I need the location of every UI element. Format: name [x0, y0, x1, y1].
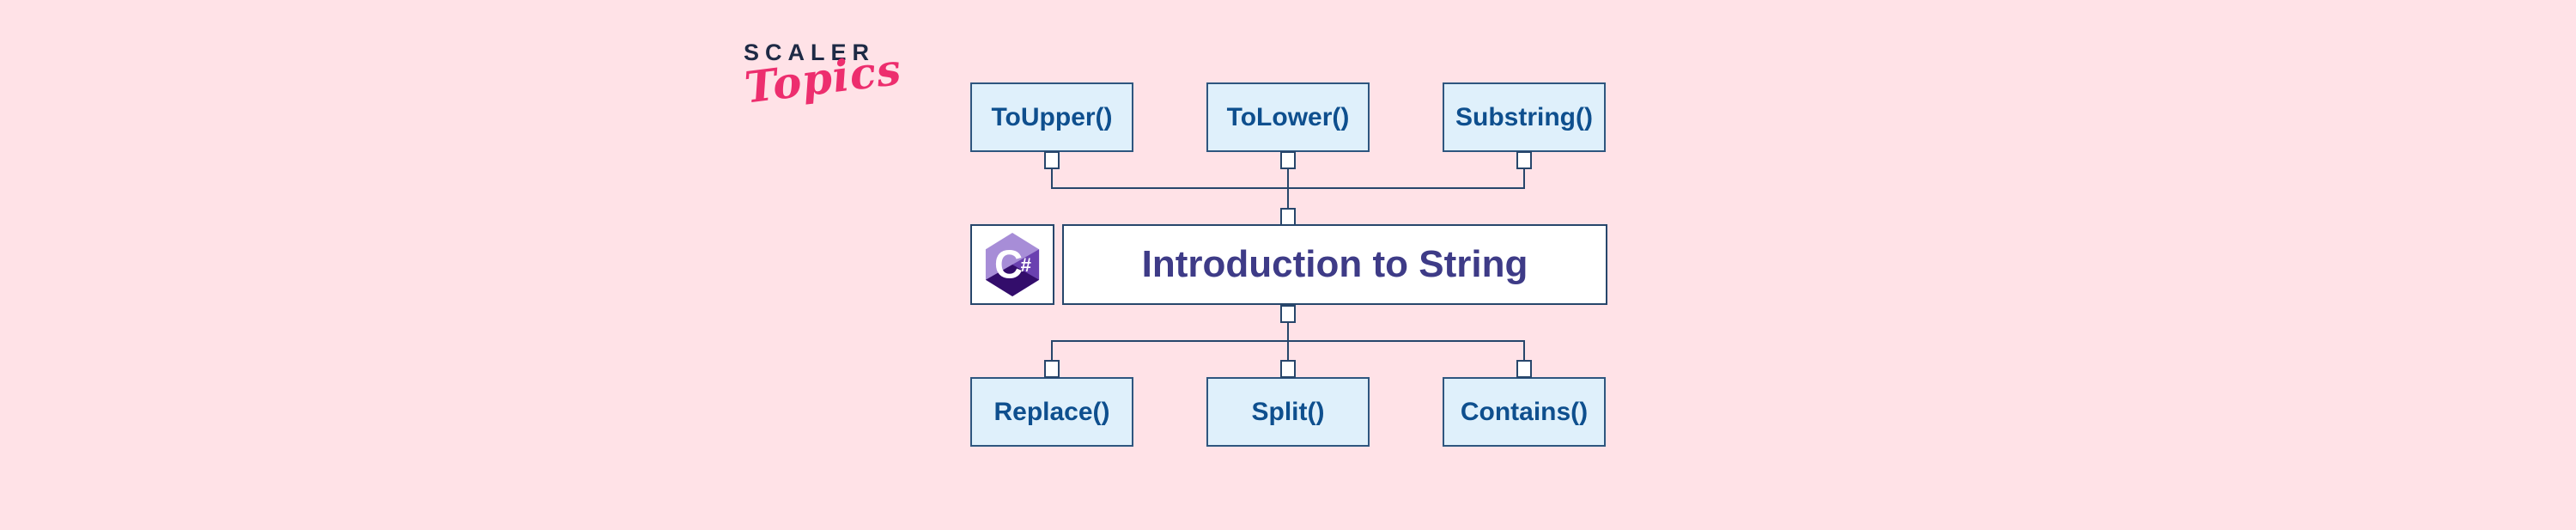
connector-stub-substring: [1523, 168, 1525, 189]
connector-stub-replace: [1051, 342, 1053, 362]
method-node-tolower: ToLower(): [1206, 82, 1370, 152]
port-substring: [1516, 151, 1532, 169]
method-node-contains: Contains(): [1443, 377, 1606, 447]
csharp-icon-box: C #: [970, 224, 1054, 305]
csharp-letter-c: C: [994, 242, 1023, 287]
scaler-topics-logo: SCALER Topics: [742, 40, 915, 113]
port-tolower: [1280, 151, 1296, 169]
port-split: [1280, 360, 1296, 378]
connector-center-top: [1287, 189, 1289, 210]
method-node-toupper: ToUpper(): [970, 82, 1133, 152]
csharp-hex-dark: [985, 265, 1040, 296]
method-label-toupper: ToUpper(): [991, 102, 1113, 131]
title-node: Introduction to String: [1062, 224, 1607, 305]
connector-hline-bottom: [1051, 340, 1525, 342]
brand-scaler-text: SCALER: [744, 40, 876, 65]
method-label-replace: Replace(): [993, 397, 1110, 426]
port-replace: [1044, 360, 1060, 378]
connector-stub-split: [1287, 342, 1289, 362]
port-title-top: [1280, 208, 1296, 226]
connector-stub-toupper: [1051, 168, 1053, 189]
connector-stub-contains: [1523, 342, 1525, 362]
port-title-bottom: [1280, 305, 1296, 323]
title-label: Introduction to String: [1141, 243, 1528, 285]
connector-hline-top: [1051, 187, 1525, 189]
method-node-split: Split(): [1206, 377, 1370, 447]
method-label-contains: Contains(): [1460, 397, 1589, 426]
csharp-icon: C #: [985, 233, 1040, 296]
method-node-replace: Replace(): [970, 377, 1133, 447]
connector-center-bottom: [1287, 322, 1289, 342]
port-toupper: [1044, 151, 1060, 169]
method-label-split: Split(): [1251, 397, 1325, 426]
port-contains: [1516, 360, 1532, 378]
method-label-substring: Substring(): [1455, 102, 1593, 131]
method-node-substring: Substring(): [1443, 82, 1606, 152]
method-label-tolower: ToLower(): [1226, 102, 1350, 131]
csharp-hash: #: [1021, 254, 1031, 276]
connector-stub-tolower: [1287, 168, 1289, 189]
